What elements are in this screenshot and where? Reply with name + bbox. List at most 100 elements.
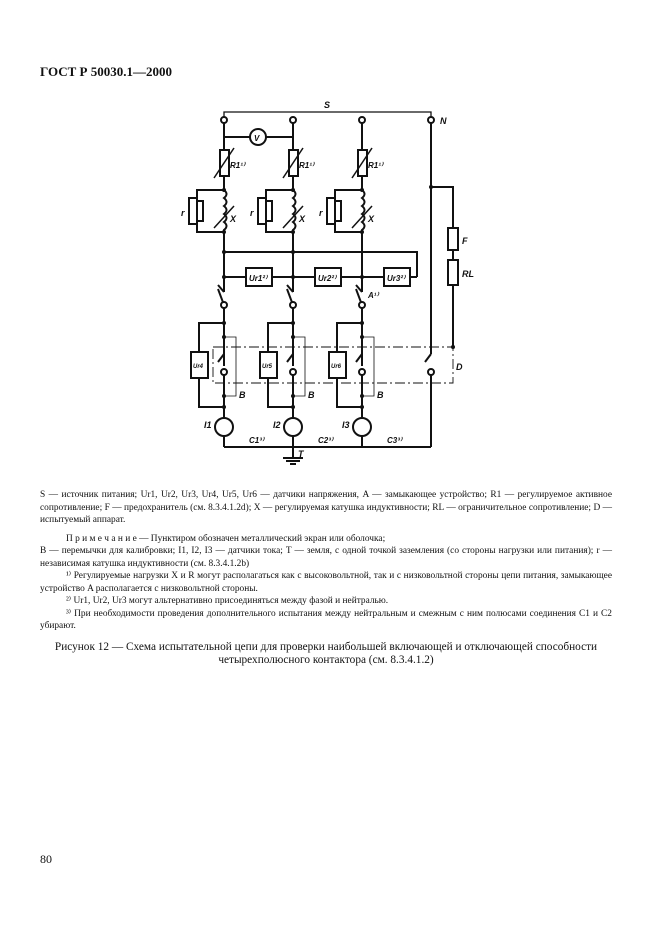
bridge-label: B [377,390,384,400]
sensor-ur6 [328,351,347,379]
footnote-1: ¹⁾ Регулируемые нагрузки X и R могут рас… [40,571,612,594]
coil-loop [334,189,362,233]
resistor-label: R1¹⁾ [299,161,315,170]
switch-blade [355,284,363,293]
bridge-b [293,336,306,397]
coil-r-bracket [197,200,204,222]
terminal [220,116,228,124]
coil-r [188,197,198,225]
switch-blade [286,284,294,293]
junction-dot [222,188,226,192]
switch-blade [217,284,225,293]
connection-label: C1³⁾ [249,436,265,445]
fuse [447,227,459,251]
junction-dot [360,275,364,279]
sensor-label: Ur3²⁾ [387,274,406,283]
terminal [220,368,228,376]
terminal [220,301,228,309]
terminal [289,368,297,376]
terminal [427,368,435,376]
junction-dot [222,321,226,325]
sensor-label: Ur6 [331,364,342,370]
coil-r-label: r [250,208,254,218]
footnote-2: ²⁾ Ur1, Ur2, Ur3 могут альтернативно при… [66,596,389,606]
terminal [358,116,366,124]
sensor-label: Ur5 [262,364,273,370]
note-lead: П р и м е ч а н и е — Пунктиром обозначе… [66,533,386,544]
adjust-arrow [213,147,235,179]
document-header: ГОСТ Р 50030.1—2000 [40,64,172,79]
current-label: I1 [204,420,212,430]
metal-screen [212,346,454,384]
earth-label: T [298,449,305,459]
sensor-label: Ur2²⁾ [318,274,337,283]
current-label: I2 [273,420,281,430]
junction-dot [291,321,295,325]
adjust-arrow [282,147,304,179]
coil-x-label: X [298,214,306,224]
sensor-ur3 [383,267,411,287]
voltmeter-label: V [254,134,260,143]
source-bracket [223,111,432,117]
sensor-ur2 [314,267,342,287]
junction-dot [291,250,295,254]
coil-r-bracket [335,200,342,222]
bridge-label: B [239,390,246,400]
switch-blade [217,353,225,363]
current-sensor [283,417,303,437]
text-body: S — источник питания; Ur1, Ur2, Ur3, Ur4… [40,489,612,678]
junction-dot [291,188,295,192]
switch-blade [286,353,294,363]
connection-label: C3³⁾ [387,436,403,445]
adjust-arrow [351,205,373,229]
inductor-x [222,189,228,232]
bridge-label: B [308,390,315,400]
coil-r-label: r [319,208,323,218]
sensor-bus [224,251,418,277]
junction-dot [360,188,364,192]
fuse-label: F [462,236,468,246]
coil-r-label: r [181,208,185,218]
inductor-x [360,189,366,232]
switch-a-label: A¹⁾ [367,291,379,300]
junction-dot [360,321,364,325]
junction-dot [291,275,295,279]
note-body: B — перемычки для калибровки; I1, I2, I3… [40,546,612,569]
sensor-ur5 [259,351,278,379]
sensor-label: Ur4 [193,364,204,370]
terminal [289,116,297,124]
coil-r [326,197,336,225]
coil-x-label: X [367,214,375,224]
terminal [427,116,435,124]
sensor-ur4 [190,351,209,379]
adjust-arrow [351,147,373,179]
junction-dot [222,250,226,254]
adjust-arrow [213,205,235,229]
sensor-ur1 [245,267,273,287]
coil-loop [265,189,293,233]
connection-label: C2³⁾ [318,436,334,445]
source-label: S [324,100,330,110]
coil-r-bracket [266,200,273,222]
footnote-3: ³⁾ При необходимости проведения дополнит… [40,608,612,632]
page-number: 80 [40,852,52,866]
voltmeter-icon [249,128,267,146]
inductor-x [291,189,297,232]
figure-caption: Рисунок 12 — Схема испытательной цепи дл… [54,640,598,666]
current-sensor [352,417,372,437]
device-label: D [456,362,463,372]
terminal [358,301,366,309]
resistor-label: R1¹⁾ [368,161,384,170]
circuit-diagram: SNVR1¹⁾rXUr4BI1C1³⁾R1¹⁾rXUr5BI2C2³⁾R1¹⁾r… [181,100,474,465]
resistor-label: R1¹⁾ [230,161,246,170]
wire [431,186,454,228]
resistor-rl [447,259,459,286]
rl-label: RL [462,269,474,279]
junction-dot [222,275,226,279]
bridge-b [362,336,375,397]
terminal [358,368,366,376]
adjust-arrow [282,205,304,229]
bridge-b [224,336,237,397]
coil-loop [196,189,224,233]
